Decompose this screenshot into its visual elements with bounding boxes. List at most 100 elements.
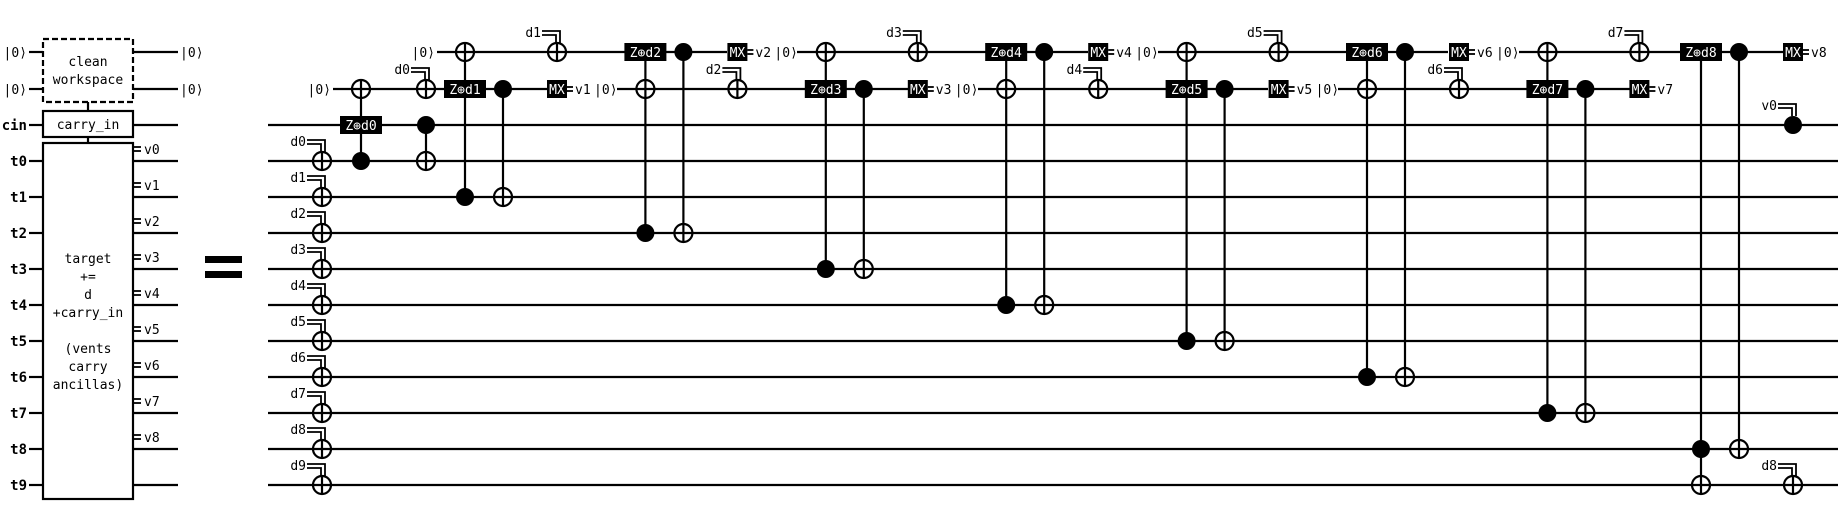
classical-wire — [1263, 30, 1283, 43]
classical-label-d7: d7 — [1608, 26, 1624, 41]
vent-label-v2: v2 — [144, 215, 160, 230]
classical-input-label-d8: d8 — [290, 423, 306, 438]
ket-zero-reset-label: |0⟩ — [594, 83, 617, 98]
vent-label-v4: v4 — [144, 287, 160, 302]
classical-wire — [307, 215, 322, 224]
xor-target-icon — [1034, 294, 1055, 316]
data-xor-d6-icon — [311, 366, 333, 388]
classical-wire — [307, 467, 322, 476]
mx-measure-box-label: MX — [1451, 46, 1467, 61]
classical-wire — [411, 67, 430, 80]
mx-measure-box — [1088, 43, 1109, 61]
target-box-label: target — [65, 252, 112, 267]
classical-label-d3: d3 — [886, 26, 902, 41]
wire-label-cin: cin — [2, 118, 27, 134]
z-xor-d7-gate-label: Z⊕d7 — [1532, 83, 1563, 98]
ket-zero-reset-label: |0⟩ — [1135, 46, 1158, 61]
data-xor-d9-icon — [311, 474, 333, 496]
classical-wire — [307, 175, 326, 188]
mx-measure-box-label: MX — [1785, 46, 1801, 61]
z-xor-d2-gate — [624, 43, 667, 61]
mx-measure-box — [1268, 80, 1289, 98]
xor-target-icon — [673, 222, 694, 244]
xor-target-icon — [1268, 41, 1289, 63]
control-dot-icon — [1396, 43, 1414, 61]
classical-input-label-d3: d3 — [290, 243, 306, 258]
mx-measure-box — [727, 43, 748, 61]
ket-zero-label: |0⟩ — [308, 83, 331, 98]
classical-wire — [307, 247, 326, 260]
data-xor-d5-icon — [311, 330, 333, 352]
ket-zero-input-label: |0⟩ — [4, 46, 27, 61]
wire-label-t7: t7 — [10, 406, 27, 422]
classical-wire — [411, 71, 426, 80]
classical-wire — [1778, 103, 1797, 116]
data-xor-d4-icon — [311, 294, 333, 316]
control-dot-icon — [816, 260, 835, 278]
classical-wire — [307, 427, 326, 440]
z-xor-d6-gate — [1346, 43, 1388, 61]
data-xor-d1-icon — [311, 186, 333, 208]
vent-label-v5: v5 — [144, 323, 160, 338]
classical-label-d0: d0 — [394, 63, 410, 78]
wire-label-t4: t4 — [10, 298, 27, 314]
data-xor-d8-icon — [311, 438, 333, 460]
right-circuit-connectors — [359, 52, 1741, 485]
xor-target-icon — [350, 78, 372, 100]
z-xor-d0-gate — [340, 116, 382, 134]
mx-measure-box — [907, 80, 928, 98]
classical-input-label-d6: d6 — [290, 351, 306, 366]
data-xor-d2-icon — [311, 222, 333, 244]
ket-zero-reset-label: |0⟩ — [1316, 83, 1339, 98]
classical-wire — [307, 251, 322, 260]
control-dot-icon — [997, 296, 1016, 314]
classical-wire — [307, 319, 326, 332]
wire-label-t3: t3 — [10, 262, 27, 278]
mx-measure-box-label: MX — [1271, 83, 1287, 98]
classical-wire — [1778, 463, 1797, 476]
xor-target-icon — [1214, 330, 1235, 352]
control-dot-icon — [674, 43, 693, 61]
data-xor-d0-icon — [311, 150, 333, 172]
classical-wire — [542, 34, 557, 43]
xor-target-icon — [415, 150, 437, 172]
classical-wire — [307, 283, 326, 296]
control-dot-icon — [854, 80, 873, 98]
classical-wire — [1263, 34, 1279, 43]
wire-label-t5: t5 — [10, 334, 27, 350]
carry-in-box-label: carry_in — [57, 118, 120, 133]
z-xor-d0-gate-label: Z⊕d0 — [345, 119, 376, 134]
xor-target-icon — [1575, 402, 1596, 424]
xor-target-icon — [907, 41, 928, 63]
wire-label-t9: t9 — [10, 478, 27, 494]
xor-target-icon — [1394, 366, 1416, 388]
wire-label-t2: t2 — [10, 226, 27, 242]
classical-input-label-d4: d4 — [290, 279, 306, 294]
wire-label-t6: t6 — [10, 370, 27, 386]
classical-input-label-d9: d9 — [290, 459, 306, 474]
target-box-label: += — [80, 270, 96, 285]
classical-wire — [902, 30, 922, 43]
xor-target-icon — [1537, 41, 1558, 63]
z-xor-d3-gate-label: Z⊕d3 — [810, 83, 841, 98]
classical-label-d1: d1 — [525, 26, 541, 41]
classical-label-d6: d6 — [1427, 63, 1443, 78]
xor-target-icon — [1448, 78, 1470, 100]
xor-target-icon — [1176, 41, 1197, 63]
classical-label-d5: d5 — [1247, 26, 1263, 41]
classical-wire — [307, 211, 326, 224]
control-dot-icon — [494, 80, 512, 98]
z-xor-d1-gate — [444, 80, 486, 98]
z-xor-d2-gate-label: Z⊕d2 — [630, 46, 661, 61]
ket-zero-output-label: |0⟩ — [180, 83, 203, 98]
classical-wire — [542, 30, 561, 43]
classical-input-label-d7: d7 — [290, 387, 306, 402]
classical-label-d2: d2 — [706, 63, 722, 78]
classical-input-label-d0: d0 — [290, 135, 306, 150]
classical-label-d8: d8 — [1761, 459, 1777, 474]
clean-workspace-label: workspace — [53, 73, 124, 88]
z-xor-d1-gate-label: Z⊕d1 — [449, 83, 480, 98]
clean-workspace-box — [41, 37, 135, 104]
vent-label-v1: v1 — [144, 179, 160, 194]
